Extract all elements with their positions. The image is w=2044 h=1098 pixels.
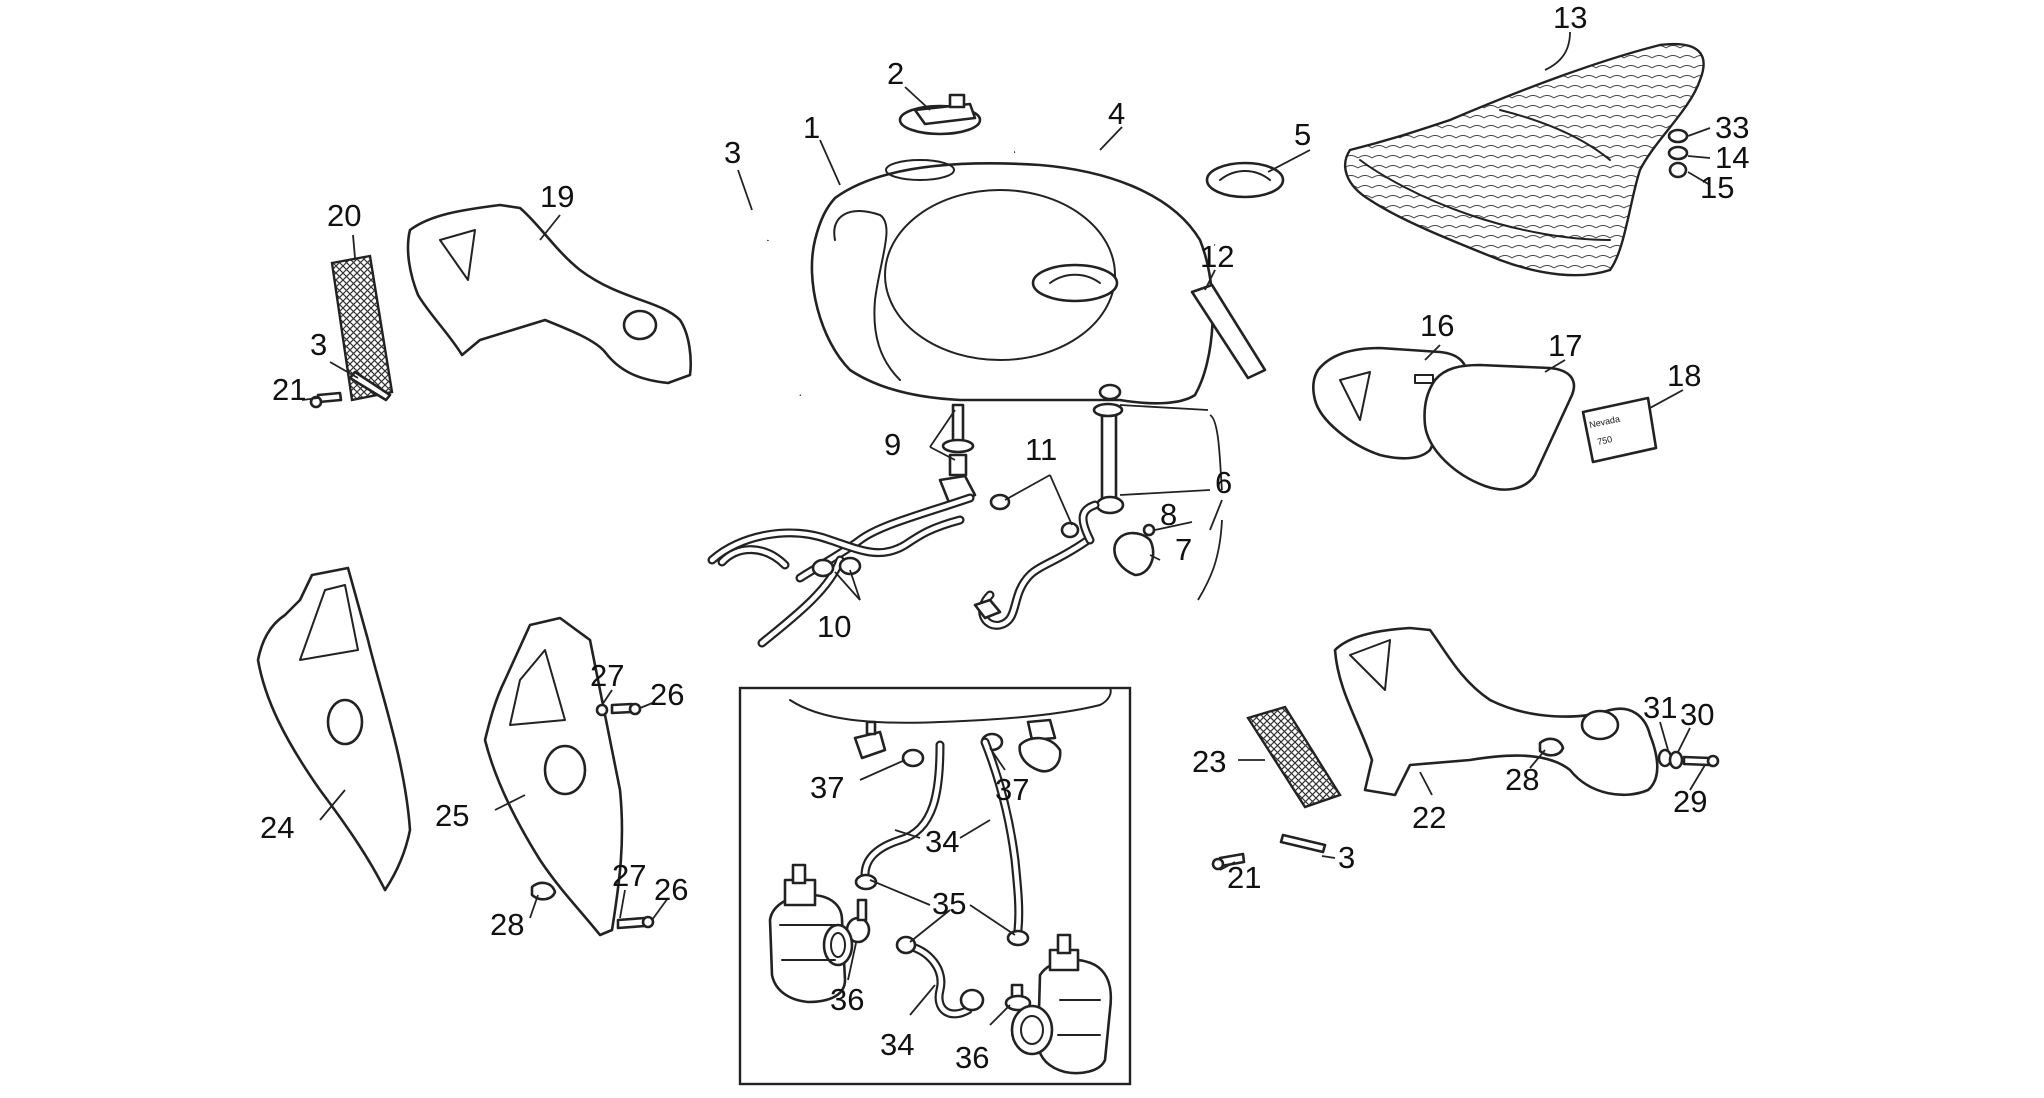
left-carburetor <box>768 863 854 1004</box>
label-2: 2 <box>887 56 904 91</box>
label-37-right: 37 <box>995 772 1029 807</box>
tank-emblem <box>1205 161 1285 199</box>
label-35: 35 <box>932 886 966 921</box>
label-13: 13 <box>1553 0 1587 35</box>
right-pin-and-screw <box>1211 833 1327 871</box>
label-16: 16 <box>1420 308 1454 343</box>
label-4: 4 <box>1108 96 1125 131</box>
label-17: 17 <box>1548 328 1582 363</box>
seat-fasteners <box>1667 128 1689 179</box>
label-9: 9 <box>884 427 901 462</box>
carburetor-hose-inset <box>738 686 1132 1086</box>
label-21-right: 21 <box>1227 860 1261 895</box>
label-10: 10 <box>817 609 851 644</box>
label-28-left: 28 <box>490 907 524 942</box>
label-3: 3 <box>724 135 741 170</box>
left-frame-cover-inner <box>483 616 624 937</box>
label-3-left: 3 <box>310 327 327 362</box>
fuel-cap <box>898 93 982 136</box>
label-7: 7 <box>1175 532 1192 567</box>
frame-cover-fasteners-top <box>595 702 642 717</box>
label-26-bottom: 26 <box>654 872 688 907</box>
label-23: 23 <box>1192 744 1226 779</box>
label-24: 24 <box>260 810 294 845</box>
nevada-decal: Nevada 750 <box>1581 396 1658 464</box>
label-34-bottom: 34 <box>880 1027 914 1062</box>
label-12: 12 <box>1200 239 1234 274</box>
label-26-top: 26 <box>650 677 684 712</box>
seat <box>1343 42 1705 277</box>
label-1: 1 <box>803 110 820 145</box>
label-6: 6 <box>1215 465 1232 500</box>
label-22: 22 <box>1412 800 1446 835</box>
tank-seal-strip <box>1014 143 1229 248</box>
label-20: 20 <box>327 198 361 233</box>
label-31: 31 <box>1643 690 1677 725</box>
label-30: 30 <box>1680 697 1714 732</box>
label-3-right: 3 <box>1338 840 1355 875</box>
left-frame-cover <box>256 566 412 892</box>
left-side-cover <box>406 203 692 385</box>
label-29: 29 <box>1673 784 1707 819</box>
decal-text-line2: 750 <box>1596 434 1613 447</box>
right-carburetor <box>1010 933 1113 1075</box>
right-mesh-grille <box>1246 705 1342 809</box>
label-37-left: 37 <box>810 770 844 805</box>
label-27-bottom: 27 <box>612 858 646 893</box>
label-15: 15 <box>1700 170 1734 205</box>
label-27-top: 27 <box>590 658 624 693</box>
right-side-cover <box>1333 626 1659 797</box>
label-5: 5 <box>1294 117 1311 152</box>
label-19: 19 <box>540 179 574 214</box>
side-panel-cover <box>1423 363 1576 491</box>
tank-trim-strip <box>732 203 801 397</box>
label-34-top: 34 <box>925 824 959 859</box>
label-25: 25 <box>435 798 469 833</box>
label-11: 11 <box>1025 432 1057 467</box>
left-mesh-grille <box>330 254 394 402</box>
fuel-hose-assembly <box>707 383 1156 648</box>
label-36-left: 36 <box>830 982 864 1017</box>
label-33: 33 <box>1715 110 1749 145</box>
label-21-left: 21 <box>272 372 306 407</box>
label-36-right: 36 <box>955 1040 989 1075</box>
leader-lines <box>301 31 1711 1026</box>
label-28-right: 28 <box>1505 762 1539 797</box>
left-pin-and-screw <box>309 370 392 409</box>
right-fasteners <box>1538 737 1720 770</box>
label-8: 8 <box>1160 497 1177 532</box>
fuel-tank <box>810 159 1214 405</box>
tank-badge <box>1031 263 1119 303</box>
label-18: 18 <box>1667 358 1701 393</box>
part-number-labels: 1 2 3 4 5 6 7 8 9 10 11 12 13 33 14 15 1… <box>260 0 1749 1075</box>
label-14: 14 <box>1715 140 1749 175</box>
